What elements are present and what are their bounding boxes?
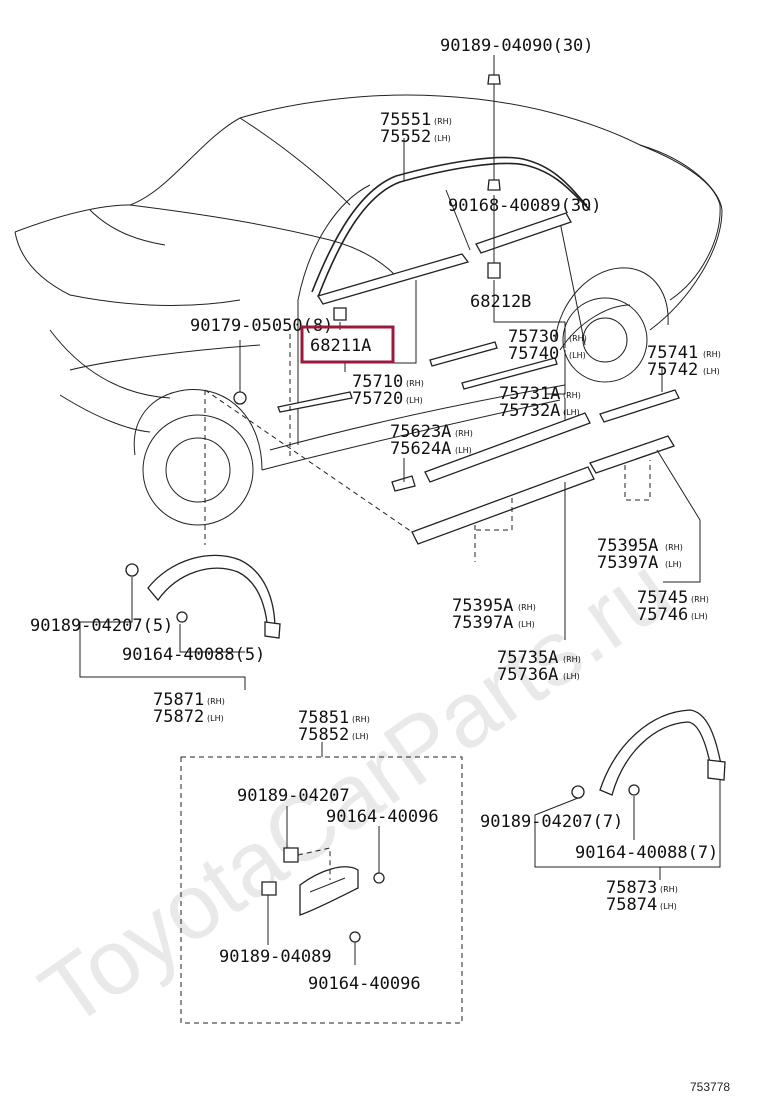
label-90164-40096-a: 90164-40096 bbox=[326, 807, 439, 827]
label-90189-04207-7: 90189-04207(7) bbox=[480, 812, 623, 832]
label-75395A-center: 75395A bbox=[452, 596, 513, 616]
label-90189-04207: 90189-04207 bbox=[237, 786, 350, 806]
label-90164-40088-5: 90164-40088(5) bbox=[122, 645, 265, 665]
label-68212B: 68212B bbox=[470, 292, 531, 312]
label-68211A: 68211A bbox=[310, 336, 371, 356]
rocker-molding-rear-lower bbox=[589, 435, 675, 474]
label-75735A: 75735A bbox=[497, 648, 558, 668]
side-rh: (RH) bbox=[455, 429, 473, 438]
figure-number: 753778 bbox=[690, 1080, 730, 1094]
side-lh: (LH) bbox=[665, 560, 682, 569]
side-lh: (LH) bbox=[406, 396, 423, 405]
label-90168-40089: 90168-40089(30) bbox=[448, 196, 602, 216]
side-lh: (LH) bbox=[569, 351, 586, 360]
label-90179-05050: 90179-05050(8) bbox=[190, 316, 333, 336]
side-lh: (LH) bbox=[563, 672, 580, 681]
label-75623A: 75623A bbox=[390, 422, 451, 442]
label-75720: 75720 bbox=[352, 389, 403, 409]
label-75552: 75552 bbox=[380, 127, 431, 147]
label-75740: 75740 bbox=[508, 344, 559, 364]
clip-icon bbox=[233, 74, 501, 405]
side-rh: (RH) bbox=[352, 715, 370, 724]
label-75710: 75710 bbox=[352, 372, 403, 392]
side-lh: (LH) bbox=[352, 732, 369, 741]
side-lh: (LH) bbox=[434, 134, 451, 143]
front-molding-piece bbox=[391, 475, 416, 492]
side-rh: (RH) bbox=[563, 391, 581, 400]
front-fender-flare bbox=[79, 554, 281, 690]
label-90164-40088-7: 90164-40088(7) bbox=[575, 843, 718, 863]
label-90164-40096-b: 90164-40096 bbox=[308, 974, 421, 994]
side-rh: (RH) bbox=[660, 885, 678, 894]
label-75872: 75872 bbox=[153, 707, 204, 727]
side-rh: (RH) bbox=[406, 379, 424, 388]
dashed-reference-lines bbox=[204, 325, 651, 562]
side-lh: (LH) bbox=[660, 902, 677, 911]
rear-fender-flare bbox=[534, 709, 726, 880]
label-75624A: 75624A bbox=[390, 439, 451, 459]
side-lh: (LH) bbox=[703, 367, 720, 376]
side-lh: (LH) bbox=[563, 408, 580, 417]
label-90189-04090: 90189-04090(30) bbox=[440, 36, 594, 56]
label-75873: 75873 bbox=[606, 878, 657, 898]
label-75730: 75730 bbox=[508, 327, 559, 347]
window-frame-molding bbox=[311, 156, 591, 298]
label-75732A: 75732A bbox=[499, 401, 560, 421]
side-rh: (RH) bbox=[207, 697, 225, 706]
side-rh: (RH) bbox=[518, 603, 536, 612]
belt-molding-rear bbox=[475, 212, 572, 254]
label-90189-04089: 90189-04089 bbox=[219, 947, 332, 967]
side-rh: (RH) bbox=[569, 334, 587, 343]
door-molding-strip bbox=[277, 341, 558, 413]
rocker-molding-upper bbox=[424, 412, 591, 483]
label-75397A-right: 75397A bbox=[597, 553, 658, 573]
side-rh: (RH) bbox=[563, 655, 581, 664]
side-lh: (LH) bbox=[455, 446, 472, 455]
side-rh: (RH) bbox=[665, 543, 683, 552]
side-lh: (LH) bbox=[207, 714, 224, 723]
label-75851: 75851 bbox=[298, 708, 349, 728]
belt-molding-front bbox=[316, 253, 470, 305]
rocker-molding-lower bbox=[411, 466, 595, 545]
label-75397A-center: 75397A bbox=[452, 613, 513, 633]
side-rh: (RH) bbox=[434, 117, 452, 126]
label-75871: 75871 bbox=[153, 690, 204, 710]
label-75741: 75741 bbox=[647, 343, 698, 363]
label-75746: 75746 bbox=[637, 605, 688, 625]
side-rh: (RH) bbox=[703, 350, 721, 359]
highlight-box bbox=[300, 325, 395, 364]
label-75742: 75742 bbox=[647, 360, 698, 380]
side-lh: (LH) bbox=[518, 620, 535, 629]
part-labels: 90189-04090(30) 75551 (RH) 75552 (LH) 90… bbox=[30, 36, 730, 1094]
rocker-molding-rear-short bbox=[599, 389, 680, 423]
label-75731A: 75731A bbox=[499, 384, 560, 404]
label-75745: 75745 bbox=[637, 588, 688, 608]
label-90189-04207-5: 90189-04207(5) bbox=[30, 616, 173, 636]
watermark-text: ToyotaCarParts.ru bbox=[23, 538, 689, 1047]
side-lh: (LH) bbox=[691, 612, 708, 621]
label-75852: 75852 bbox=[298, 725, 349, 745]
label-75551: 75551 bbox=[380, 110, 431, 130]
car-body-outline bbox=[14, 94, 723, 526]
mudguard-detail-box bbox=[180, 742, 463, 1024]
label-75736A: 75736A bbox=[497, 665, 558, 685]
label-75395A-right: 75395A bbox=[597, 536, 658, 556]
side-rh: (RH) bbox=[691, 595, 709, 604]
label-75874: 75874 bbox=[606, 895, 657, 915]
